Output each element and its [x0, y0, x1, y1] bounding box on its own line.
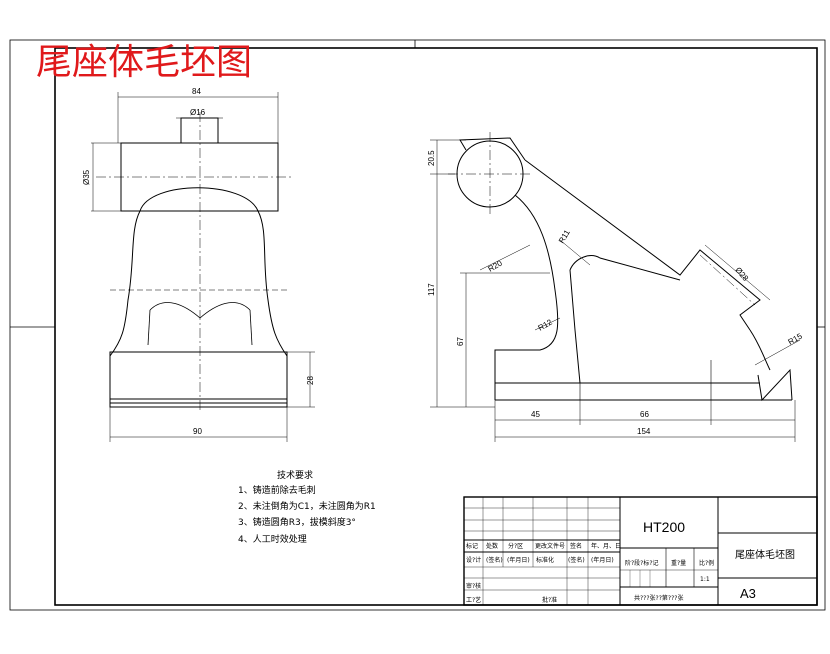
tb-sheets: 共???张??第???张: [634, 594, 683, 602]
tech-note-2: 2、未注倒角为C1，未注圆角为R1: [238, 500, 376, 512]
tb-material: HT200: [643, 519, 685, 535]
dim-side-r15: R15: [787, 331, 805, 346]
dim-front-left-dia: Ø35: [82, 169, 91, 185]
tb-sign-date: (签名): [486, 556, 503, 564]
front-view: [91, 92, 315, 442]
dim-side-r11: R11: [557, 228, 572, 245]
tb-date2: (年月日): [591, 556, 614, 564]
tb-change-doc: 更改文件号: [535, 542, 565, 550]
tech-notes-heading: 技术要求: [277, 469, 313, 481]
sheet-border: [9, 39, 826, 611]
tb-sheet-size: A3: [740, 586, 756, 601]
tech-notes: 技术要求 1、铸造前除去毛刺 2、未注倒角为C1，未注圆角为R1 3、铸造圆角R…: [238, 469, 376, 545]
dim-side-45: 45: [531, 410, 540, 419]
tb-standard: 标准化: [536, 556, 554, 564]
tb-zone: 分?区: [508, 542, 523, 550]
tb-date: 年、月、日: [591, 542, 621, 550]
dim-side-r20: R20: [487, 258, 505, 273]
dim-side-top-offset: 20.5: [427, 150, 436, 166]
dim-front-base-width: 90: [193, 427, 202, 436]
tech-note-3: 3、铸造圆角R3，拔模斜度3°: [238, 516, 356, 528]
tb-part-name: 尾座体毛坯图: [735, 548, 795, 561]
tb-scale-label: 比?例: [699, 559, 714, 567]
tb-scale: 1:1: [700, 576, 710, 583]
tb-review: 审?核: [466, 582, 481, 590]
tech-note-4: 4、人工时效处理: [238, 533, 307, 545]
tb-count: 处数: [486, 542, 498, 550]
tb-designer: 设?计: [466, 556, 481, 564]
tb-approve: 批?准: [542, 596, 557, 604]
dim-side-total-height: 117: [427, 283, 436, 296]
dim-front-84: 84: [192, 87, 201, 96]
tech-note-1: 1、铸造前除去毛刺: [238, 484, 316, 496]
dim-side-154: 154: [637, 427, 651, 436]
dim-front-base-height: 28: [306, 376, 315, 385]
side-view: [430, 132, 801, 442]
tb-process: 工?艺: [466, 596, 481, 604]
tb-date-label: (年月日): [507, 556, 530, 564]
tb-mark: 标记: [466, 542, 478, 550]
dim-side-r12: R12: [537, 317, 555, 332]
drawing-title: 尾座体毛坯图: [36, 42, 252, 83]
dim-side-66: 66: [640, 410, 649, 419]
tb-sign-date2: (签名): [568, 556, 585, 564]
dim-front-boss-dia: Ø16: [190, 108, 206, 117]
title-block: [463, 496, 818, 606]
tb-stage-mark: 阶?段?标?记: [625, 559, 659, 567]
dim-side-lower-height: 67: [456, 337, 465, 346]
tb-weight: 重?量: [671, 559, 686, 567]
tb-sign: 签名: [570, 542, 582, 550]
